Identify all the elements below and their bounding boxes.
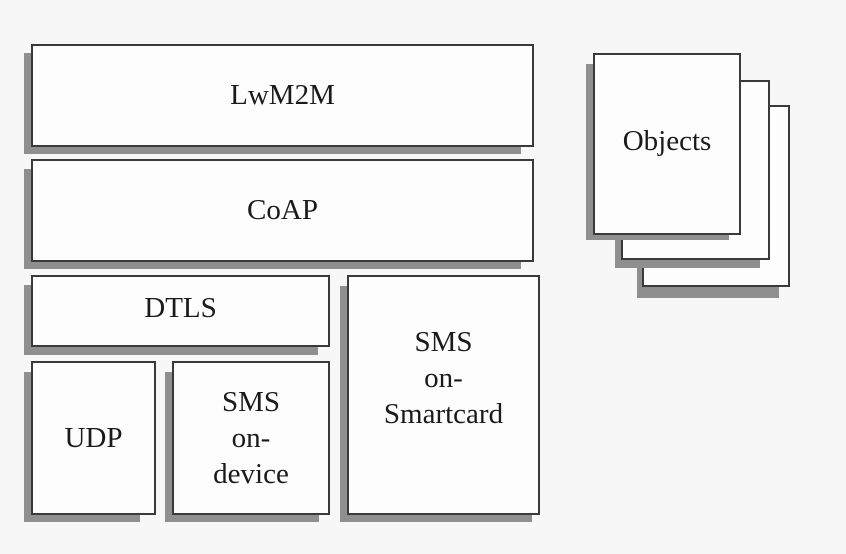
lwm2m-label: LwM2M: [230, 79, 335, 112]
objects-label: Objects: [622, 124, 712, 157]
sms-device-line-1: SMS: [221, 385, 281, 418]
sms-device-line-2: on-: [231, 421, 271, 454]
coap-layer: CoAP: [31, 159, 534, 262]
coap-label: CoAP: [247, 194, 318, 227]
udp-layer: UDP: [31, 361, 156, 515]
sms-smartcard-line-1: SMS: [414, 325, 473, 358]
sms-on-device-layer: SMS on- device: [172, 361, 330, 515]
sms-device-line-3: device: [213, 458, 289, 491]
lwm2m-layer: LwM2M: [31, 44, 534, 147]
sms-smartcard-line-3: Smartcard: [383, 398, 504, 431]
sms-on-smartcard-layer: SMS on- Smartcard: [347, 275, 540, 515]
dtls-layer: DTLS: [31, 275, 330, 347]
udp-label: UDP: [64, 421, 123, 454]
objects-page-front: Objects: [593, 53, 741, 235]
dtls-label: DTLS: [144, 291, 217, 324]
sms-smartcard-line-2: on-: [424, 361, 463, 394]
